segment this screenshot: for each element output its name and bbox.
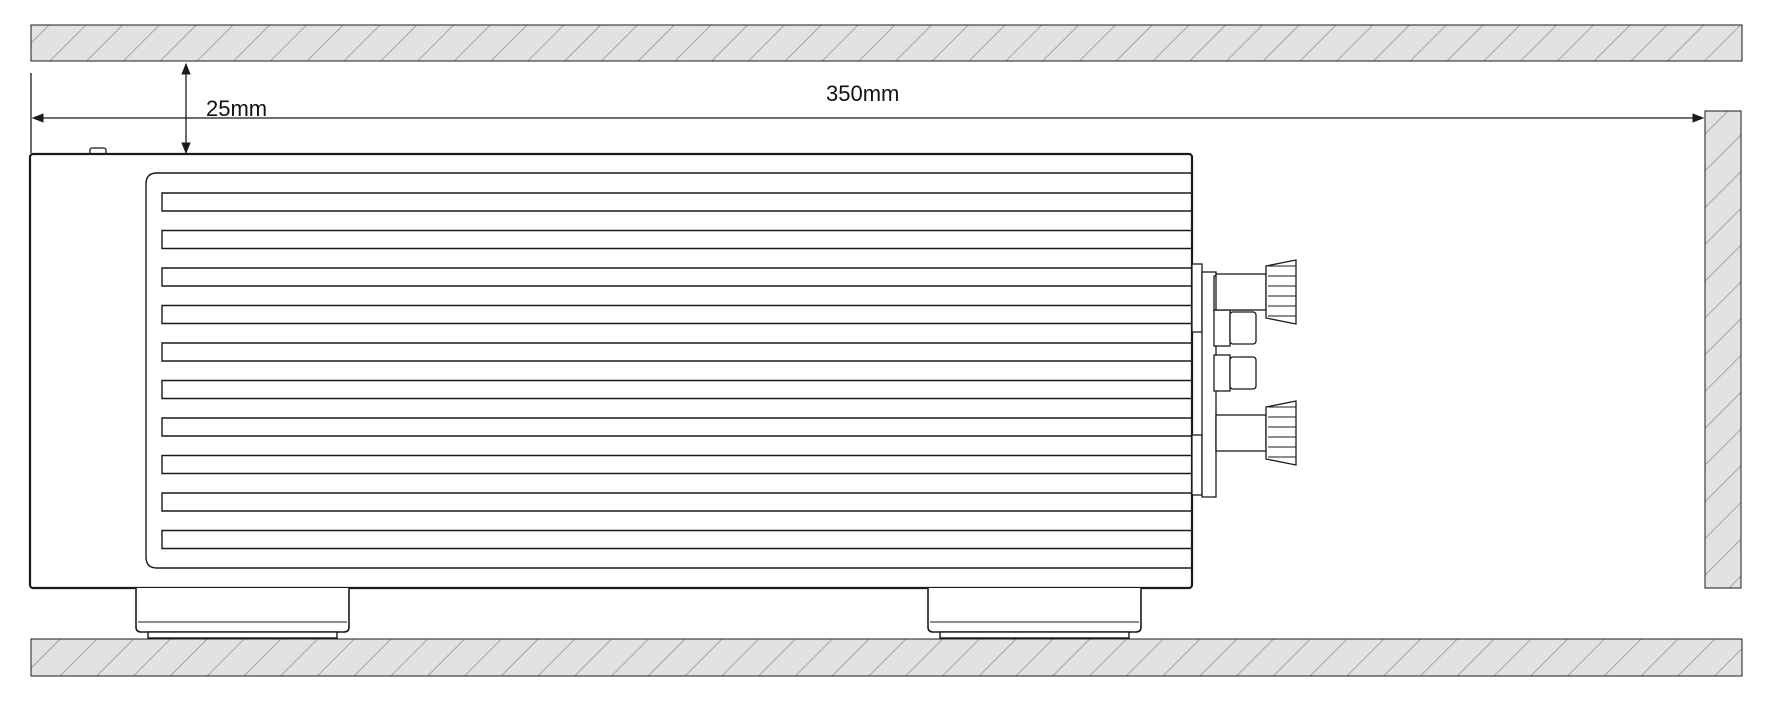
foot-body — [135, 588, 350, 633]
foot-body — [927, 588, 1142, 633]
heatsink-fin — [161, 529, 1192, 550]
top-shelf — [30, 24, 1743, 62]
binding-post-collar — [1215, 273, 1267, 311]
rca-jack-base — [1213, 309, 1231, 347]
bottom-shelf — [30, 638, 1743, 677]
binding-post-knob — [1265, 400, 1297, 466]
foot-pad — [939, 631, 1130, 639]
amplifier-body — [28, 147, 1194, 590]
rear-clearance-label: 350mm — [826, 81, 900, 106]
heatsink-fin — [161, 492, 1192, 512]
rear-terminals — [1191, 259, 1297, 498]
heatsink-fin — [161, 229, 1192, 250]
binding-post-collar — [1215, 414, 1267, 452]
binding-post — [1215, 259, 1297, 325]
heatsink-fin — [161, 192, 1192, 212]
heatsink-fins — [161, 192, 1192, 550]
rca-jack-base — [1213, 354, 1231, 392]
heatsink-fin — [161, 304, 1192, 325]
chassis — [28, 152, 1194, 590]
rca-jack — [1229, 311, 1257, 345]
terminal-plate — [1191, 434, 1203, 496]
foot — [135, 588, 350, 639]
heatsink-fin — [161, 379, 1192, 400]
heatsink-fin — [161, 342, 1192, 362]
foot-pad — [147, 631, 338, 639]
binding-post — [1215, 400, 1297, 466]
heatsink-fin — [161, 267, 1192, 287]
foot — [927, 588, 1142, 639]
terminal-plate — [1191, 263, 1203, 333]
rca-jack — [1229, 356, 1257, 390]
top-clearance-label: 25mm — [206, 96, 268, 121]
binding-post-knob — [1265, 259, 1297, 325]
heatsink-fin — [161, 417, 1192, 437]
feet-group — [135, 588, 1142, 639]
heatsink-panel — [145, 172, 1192, 569]
rear-wall — [1704, 110, 1742, 589]
heatsink-fin — [161, 454, 1192, 475]
